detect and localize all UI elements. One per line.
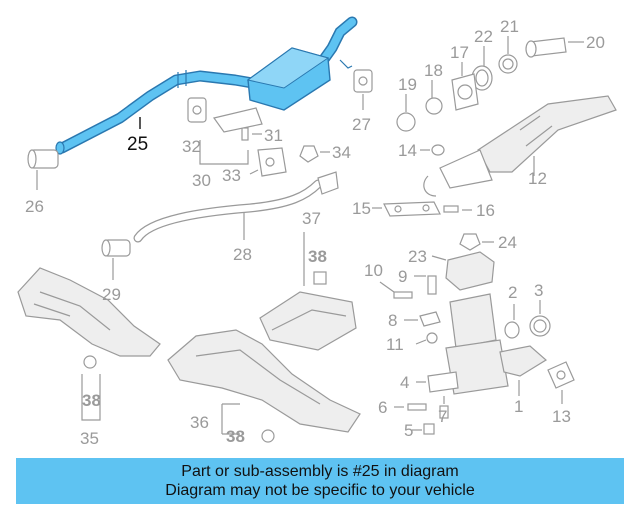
callout-32[interactable]: 32 <box>182 137 201 156</box>
part-15-bracket[interactable] <box>372 201 441 217</box>
callout-21[interactable]: 21 <box>500 17 519 36</box>
part-36-heat-shield[interactable] <box>167 329 361 443</box>
part-10-stud[interactable] <box>379 281 413 299</box>
callout-27[interactable]: 27 <box>352 115 371 134</box>
callout-15[interactable]: 15 <box>352 199 371 218</box>
callout-1[interactable]: 1 <box>514 397 523 416</box>
callout-16[interactable]: 16 <box>476 201 495 220</box>
part-7-bolt[interactable] <box>439 396 449 419</box>
part-33-bracket[interactable] <box>249 147 287 177</box>
part-22-clamp[interactable] <box>471 46 493 91</box>
callout-31[interactable]: 31 <box>264 126 283 145</box>
callout-6[interactable]: 6 <box>378 398 387 417</box>
part-24-nut[interactable] <box>459 233 494 251</box>
part-21-gasket[interactable] <box>498 36 518 74</box>
part-34-nut[interactable] <box>299 145 330 163</box>
part-6-stud[interactable] <box>394 403 427 411</box>
callout-7[interactable]: 7 <box>438 407 447 426</box>
callout-8[interactable]: 8 <box>388 311 397 330</box>
callout-11[interactable]: 11 <box>386 335 404 354</box>
banner-line-part-note: Part or sub-assembly is #25 in diagram <box>181 463 459 480</box>
part-35-heat-shield[interactable] <box>17 267 161 421</box>
callout-38-b[interactable]: 38 <box>82 391 101 410</box>
callout-37[interactable]: 37 <box>302 209 321 228</box>
part-2-gasket[interactable] <box>504 304 520 339</box>
part-20-pipe[interactable] <box>525 37 584 58</box>
part-3-clamp[interactable] <box>529 300 551 337</box>
callout-20[interactable]: 20 <box>586 33 605 52</box>
part-13-gasket[interactable] <box>547 361 575 404</box>
part-27-hanger[interactable] <box>353 69 373 110</box>
callout-17[interactable]: 17 <box>450 43 469 62</box>
part-28-intermediate-pipe[interactable] <box>133 171 339 243</box>
callout-18[interactable]: 18 <box>424 61 443 80</box>
part-12-catalytic-converter[interactable] <box>423 95 617 197</box>
part-29-clamp[interactable] <box>101 239 131 280</box>
callout-28[interactable]: 28 <box>233 245 252 264</box>
part-14-gasket[interactable] <box>420 144 445 156</box>
callout-26[interactable]: 26 <box>25 197 44 216</box>
callout-labels: 25 26 27 32 31 30 33 34 28 29 37 38 38 3… <box>25 17 605 448</box>
callout-30[interactable]: 30 <box>192 171 211 190</box>
callout-3[interactable]: 3 <box>534 281 543 300</box>
part-37-heat-shield[interactable] <box>259 232 357 351</box>
callout-12[interactable]: 12 <box>528 169 547 188</box>
part-11-nut[interactable] <box>415 332 438 345</box>
callout-33[interactable]: 33 <box>222 166 241 185</box>
part-30-bracket[interactable] <box>199 107 263 165</box>
callout-38-c[interactable]: 38 <box>226 427 245 446</box>
callout-22[interactable]: 22 <box>474 27 493 46</box>
banner-line-disclaimer: Diagram may not be specific to your vehi… <box>165 482 475 499</box>
callout-4[interactable]: 4 <box>400 373 409 392</box>
part-9-bolt[interactable] <box>414 275 437 295</box>
callout-34[interactable]: 34 <box>332 143 351 162</box>
callout-10[interactable]: 10 <box>364 261 383 280</box>
part-17-flange[interactable] <box>451 62 479 111</box>
part-26-clamp[interactable] <box>27 149 59 190</box>
part-23-heat-shield[interactable] <box>431 251 495 291</box>
part-4-bracket[interactable] <box>416 371 459 393</box>
callout-25[interactable]: 25 <box>127 134 148 155</box>
part-25-rear-muffler-pipe[interactable] <box>55 16 358 155</box>
part-32-hanger[interactable] <box>187 97 207 123</box>
callout-14[interactable]: 14 <box>398 141 417 160</box>
exhaust-parts-diagram: 25 26 27 32 31 30 33 34 28 29 37 38 38 3… <box>17 16 617 448</box>
callout-35[interactable]: 35 <box>80 429 99 448</box>
callout-9[interactable]: 9 <box>398 267 407 286</box>
callout-38-a[interactable]: 38 <box>308 247 327 266</box>
part-31-bolt[interactable] <box>241 127 262 141</box>
part-16-bolt[interactable] <box>443 205 472 213</box>
callout-13[interactable]: 13 <box>552 407 571 426</box>
part-5-bolt[interactable] <box>412 423 435 435</box>
part-1-turbo-converter[interactable] <box>445 293 548 396</box>
callout-36[interactable]: 36 <box>190 413 209 432</box>
callout-19[interactable]: 19 <box>398 75 417 94</box>
callout-2[interactable]: 2 <box>508 283 517 302</box>
part-19-gasket[interactable] <box>396 94 416 132</box>
callout-23[interactable]: 23 <box>408 247 427 266</box>
callout-29[interactable]: 29 <box>102 285 121 304</box>
part-18-gasket[interactable] <box>425 80 443 115</box>
info-banner: Part or sub-assembly is #25 in diagram D… <box>16 458 624 504</box>
part-8-bracket[interactable] <box>404 311 441 327</box>
callout-5[interactable]: 5 <box>404 421 413 440</box>
callout-24[interactable]: 24 <box>498 233 517 252</box>
